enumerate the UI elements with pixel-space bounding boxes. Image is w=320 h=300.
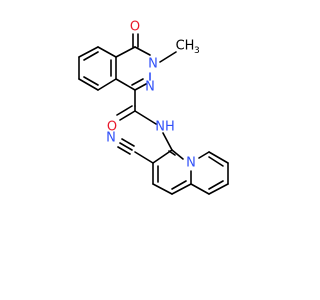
bond — [115, 46, 136, 58]
bond — [115, 78, 136, 91]
bond — [162, 132, 173, 151]
bond — [117, 146, 131, 155]
bond — [134, 46, 151, 56]
atom-label: N — [106, 131, 116, 146]
bond — [134, 151, 154, 164]
molecule-canvas: O N CH 3 N O NH N N — [78, 20, 229, 195]
bond — [171, 183, 192, 195]
bond — [134, 110, 157, 125]
bond — [116, 105, 133, 116]
bond — [159, 51, 177, 63]
bond — [198, 151, 210, 159]
bond — [119, 110, 136, 121]
bond — [190, 183, 210, 195]
atom-label: N — [145, 80, 155, 95]
bond — [134, 83, 147, 91]
atom-label: O — [107, 120, 117, 135]
bond — [152, 149, 173, 164]
bond — [78, 46, 99, 58]
bond — [97, 78, 117, 91]
bond — [208, 151, 229, 164]
bond — [83, 51, 99, 61]
bond — [208, 156, 224, 167]
atom-label: O — [130, 20, 140, 35]
bond — [78, 78, 99, 91]
atom-label: CH — [176, 39, 195, 54]
bond — [208, 180, 224, 190]
atom-label: N — [148, 57, 158, 72]
bond — [171, 180, 187, 190]
bond — [171, 149, 184, 160]
bond — [131, 78, 144, 86]
bond — [121, 138, 135, 147]
bond — [152, 183, 173, 195]
structure-diagram: O N CH 3 N O NH N N — [78, 20, 229, 195]
bond — [208, 183, 229, 195]
bond — [119, 142, 133, 151]
bond — [168, 150, 176, 156]
bond — [83, 76, 99, 86]
atom-label: NH — [155, 120, 175, 135]
bond — [97, 46, 117, 58]
atom-label: N — [186, 156, 196, 171]
atom-label: 3 — [194, 46, 200, 56]
